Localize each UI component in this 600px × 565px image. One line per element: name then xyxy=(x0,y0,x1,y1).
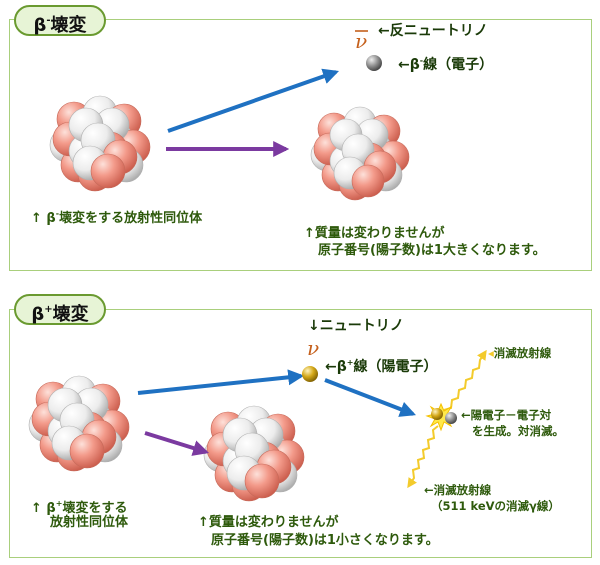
antineutrino-symbol: ν xyxy=(355,29,367,53)
beta-minus-isotope-label: ↑ β-壊変をする放射性同位体 xyxy=(31,206,202,227)
annihilation-bottom-line1: ←消滅放射線 xyxy=(424,483,492,497)
title-sup: - xyxy=(46,15,51,26)
antineutrino-label: ←反ニュートリノ xyxy=(378,23,488,39)
beta-minus-note-line1: ↑質量は変わりませんが xyxy=(304,226,445,241)
parent-nucleus-beta-minus xyxy=(49,95,151,192)
proton-ball xyxy=(69,433,105,469)
positron-sup: + xyxy=(346,358,354,367)
beta-minus-note-line2: 原子番号(陽子数)は1大きくなります。 xyxy=(318,243,546,258)
proton-ball xyxy=(351,164,385,198)
neutrino-symbol: ν xyxy=(307,336,319,360)
annihilation-bottom-line2: （511 keVの消滅γ線） xyxy=(431,499,560,513)
neutrino-label: ↓ニュートリノ xyxy=(308,318,404,334)
arrow-marker-icon: ◂ xyxy=(488,346,494,360)
parent-nucleus-beta-plus xyxy=(28,375,130,472)
isotope-suffix: 壊変をする放射性同位体 xyxy=(59,211,203,226)
beta-plus-title-badge: β+壊変 xyxy=(14,294,106,325)
beta-plus-note-line1: ↑質量は変わりませんが xyxy=(198,515,339,530)
annihilation-top-text: 消滅放射線 xyxy=(493,346,552,360)
beta-label-suffix: 線（電子） xyxy=(423,57,494,73)
pair-label-line2: を生成。対消滅。 xyxy=(472,424,564,438)
beta-plus-note-line2: 原子番号(陽子数)は1小さくなります。 xyxy=(211,533,439,548)
electron-in-pair xyxy=(445,412,457,424)
positron-suffix: 線（陽電子） xyxy=(353,359,438,375)
proton-ball xyxy=(244,463,280,499)
positron-emission-arrow xyxy=(137,369,305,395)
electron-particle xyxy=(366,55,382,71)
annihilation-top-label: ◂消滅放射線 xyxy=(488,346,551,360)
beta-plus-isotope-line1: ↑ β+壊変をする xyxy=(31,496,127,517)
proton-ball xyxy=(90,153,126,189)
beta-label-prefix: ←β xyxy=(398,57,420,73)
beta-minus-particle-label: ←β-線（電子） xyxy=(398,53,493,73)
beta-emission-arrow xyxy=(167,68,340,133)
beta-label-sup: - xyxy=(419,56,424,65)
beta-plus-isotope-line2: 放射性同位体 xyxy=(50,515,129,530)
isotope-sup: + xyxy=(55,499,63,508)
isotope-prefix: ↑ β xyxy=(31,211,56,226)
positron-label: ←β+線（陽電子） xyxy=(325,355,437,375)
positron-prefix: ←β xyxy=(325,359,347,375)
positron-travel-arrow xyxy=(324,378,416,417)
daughter-nucleus-beta-minus xyxy=(310,106,410,201)
title-suffix: 壊変 xyxy=(50,15,87,36)
annihilation-gamma-ray-bottom xyxy=(407,425,439,489)
isotope-prefix: ↑ β xyxy=(31,501,56,516)
isotope-suffix: 壊変をする xyxy=(62,501,128,516)
title-beta: β xyxy=(33,15,47,36)
beta-minus-title-badge: β-壊変 xyxy=(14,5,106,36)
pair-label-line1: ←陽電子－電子対 xyxy=(461,408,552,422)
positron-particle xyxy=(302,366,318,382)
annihilation-gamma-ray-top xyxy=(443,349,487,411)
title-suffix: 壊変 xyxy=(52,304,89,325)
daughter-nucleus-beta-plus xyxy=(203,405,305,502)
positron-in-pair xyxy=(431,408,443,420)
transformation-arrow-plus xyxy=(144,431,210,456)
title-sup: + xyxy=(44,304,53,315)
title-beta: β xyxy=(31,304,45,325)
isotope-sup: - xyxy=(55,209,60,218)
